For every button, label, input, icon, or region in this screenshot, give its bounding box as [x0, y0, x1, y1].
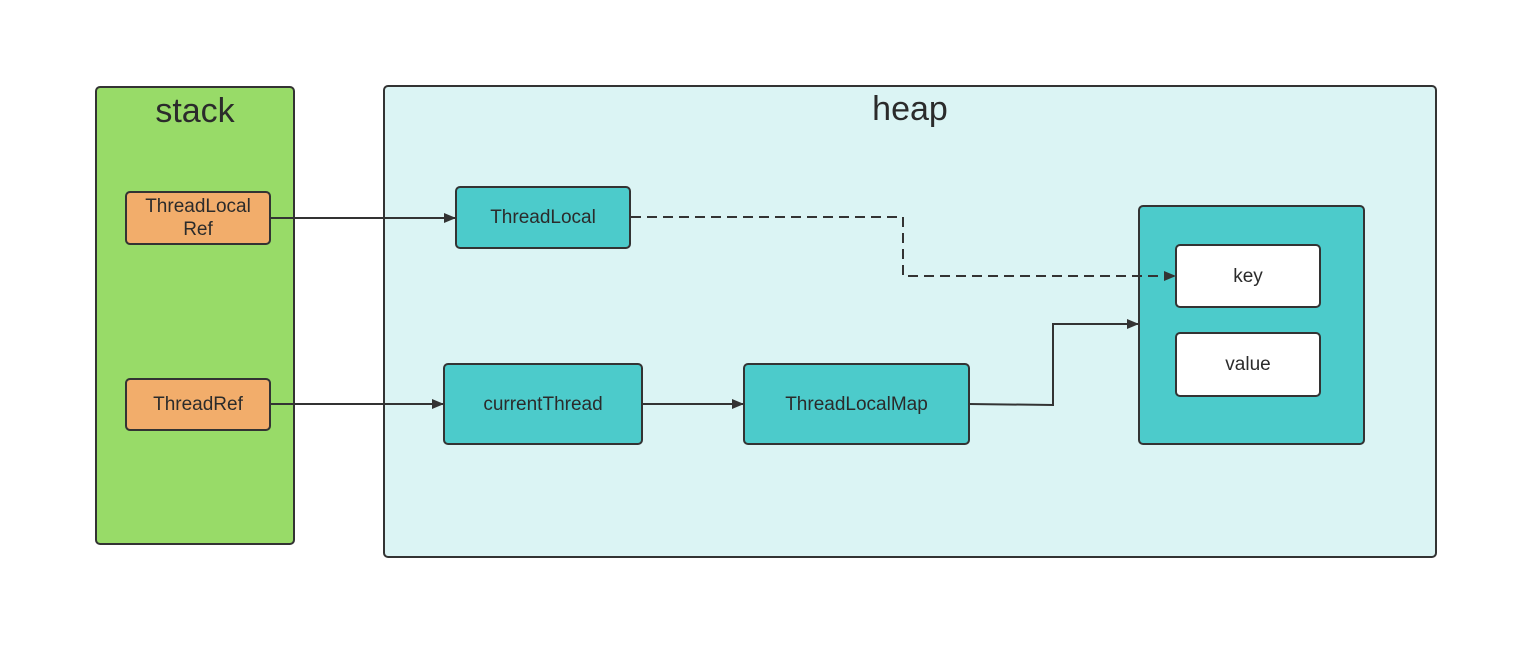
stack-region: stack	[95, 86, 295, 545]
edge-threadlocal-to-key-dashed	[631, 216, 1176, 281]
thread-ref-node: ThreadRef	[125, 378, 271, 431]
heap-title: heap	[872, 90, 948, 128]
edge-threadlocal-map-to-entry	[968, 319, 1139, 407]
current-thread-node: currentThread	[443, 363, 643, 445]
threadlocal-node: ThreadLocal	[455, 186, 631, 249]
threadlocal-ref-node: ThreadLocal Ref	[125, 191, 271, 245]
entry-key-node: key	[1175, 244, 1321, 308]
entry-value-node: value	[1175, 332, 1321, 397]
stack-title: stack	[155, 92, 235, 130]
threadlocal-map-node: ThreadLocalMap	[743, 363, 970, 445]
